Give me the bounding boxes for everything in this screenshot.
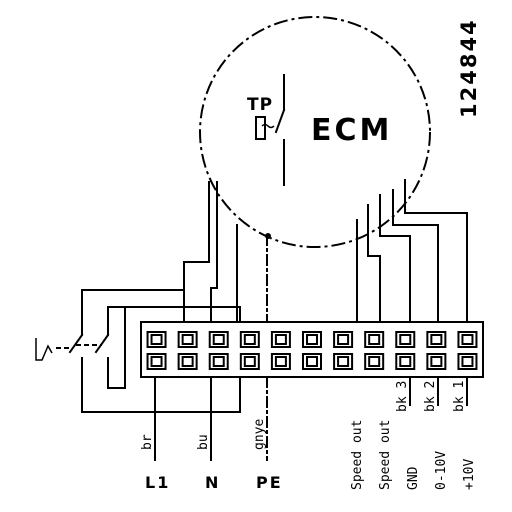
terminal-block — [140, 321, 484, 378]
terminal-11 — [457, 331, 478, 370]
terminal-9 — [395, 331, 416, 370]
signal-label-speed-out-2: Speed out — [378, 420, 393, 490]
terminal-screw-head — [212, 334, 225, 345]
terminal-8 — [364, 331, 385, 370]
terminal-5 — [270, 331, 291, 370]
terminal-screw-head — [368, 334, 381, 345]
lead-wires — [154, 376, 468, 461]
motor-label: ECM — [311, 113, 392, 148]
wire-color-ch3: bk 3 — [395, 381, 410, 412]
terminal-screw-head — [181, 334, 194, 345]
switch-icon — [35, 289, 110, 413]
supply-label-pe: PE — [256, 473, 283, 492]
terminal-screw-head — [399, 356, 412, 367]
terminal-screw-head — [306, 356, 318, 367]
wire-color-n: bu — [196, 434, 211, 450]
terminal-screw-head — [461, 356, 474, 367]
part-number: 124844 — [457, 18, 481, 118]
wire-color-pe: gnye — [252, 419, 267, 450]
terminal-screw-head — [430, 356, 443, 367]
terminal-screw-head — [368, 356, 381, 367]
terminal-4 — [239, 331, 260, 370]
terminal-screw-head — [306, 334, 318, 345]
thermal-protector-icon: TP — [247, 74, 286, 186]
terminal-screw-head — [243, 334, 256, 345]
wire-color-l1: br — [140, 434, 155, 450]
terminal-screw-head — [337, 334, 350, 345]
terminal-screw-head — [337, 356, 350, 367]
motor-housing-circle — [199, 16, 431, 248]
terminal-screw-head — [274, 356, 287, 367]
signal-label-speed-out-1: Speed out — [350, 420, 365, 490]
terminal-screw-head — [461, 334, 474, 345]
motor-internal-wires — [183, 179, 468, 323]
terminal-10 — [426, 331, 447, 370]
signal-label-10v: +10V — [462, 459, 477, 490]
terminal-screw-head — [274, 334, 287, 345]
terminal-screw-head — [212, 356, 225, 367]
supply-label-l1: L1 — [145, 473, 170, 492]
terminal-6 — [302, 331, 322, 370]
terminal-3 — [208, 331, 229, 370]
signal-label-0-10v: 0-10V — [434, 451, 449, 490]
switch-wiring — [81, 289, 241, 413]
terminal-screw-head — [430, 334, 443, 345]
terminal-screw-head — [150, 334, 163, 345]
thermal-protector-label: TP — [247, 95, 273, 115]
terminal-screw-head — [243, 356, 256, 367]
terminal-7 — [333, 331, 354, 370]
terminal-2 — [177, 331, 198, 370]
wire-color-ch1: bk 1 — [452, 381, 467, 412]
terminal-1 — [146, 331, 167, 370]
signal-label-gnd: GND — [406, 466, 421, 490]
supply-label-n: N — [205, 473, 218, 492]
wire-color-ch2: bk 2 — [423, 381, 438, 412]
terminal-screw-head — [181, 356, 194, 367]
terminal-screw-head — [399, 334, 412, 345]
terminal-screw-head — [150, 356, 163, 367]
